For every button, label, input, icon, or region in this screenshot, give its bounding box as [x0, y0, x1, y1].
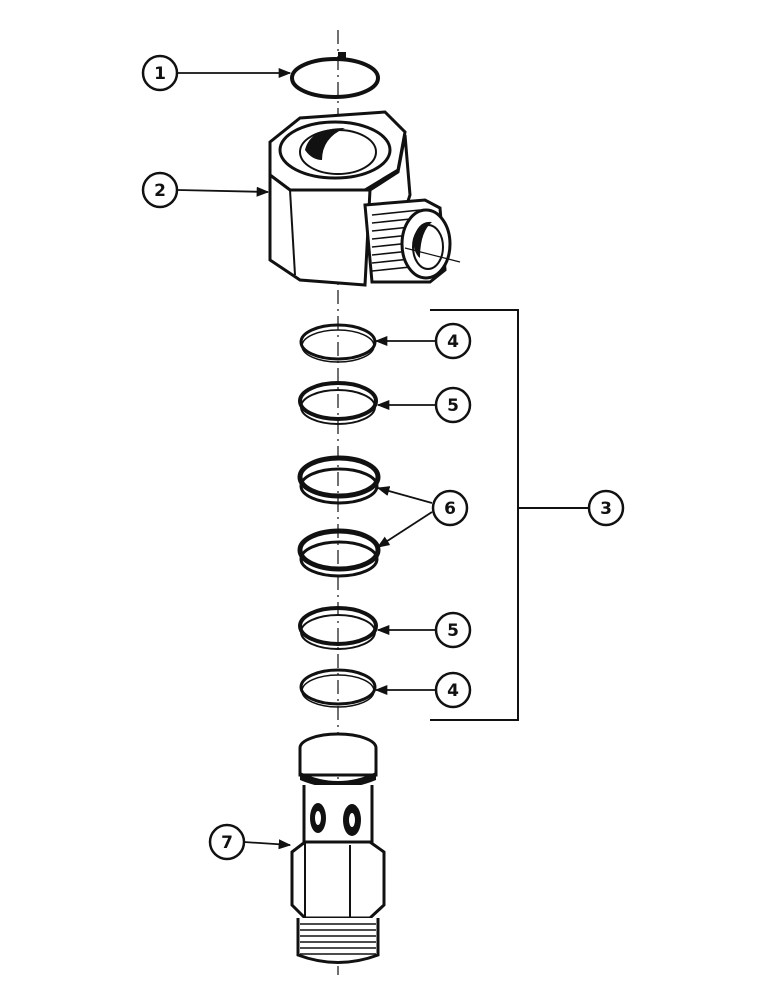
part-6-ring-upper: [297, 455, 381, 505]
callout-6: 6: [431, 489, 469, 527]
callout-3-label: 3: [600, 499, 612, 519]
callout-4-bottom-label: 4: [447, 681, 459, 701]
kit-bracket: [430, 309, 590, 721]
callout-5-bottom-label: 5: [447, 621, 459, 641]
callout-1: 1: [141, 54, 179, 92]
callout-3: 3: [587, 489, 625, 527]
part-1-o-ring: [290, 52, 380, 99]
callout-7-label: 7: [221, 833, 233, 853]
callout-2-label: 2: [154, 181, 166, 201]
callout-6-label: 6: [444, 499, 456, 519]
part-5-ring-top: [298, 381, 378, 425]
part-5-ring-bottom: [298, 606, 378, 650]
callout-7: 7: [208, 823, 246, 861]
callout-4-top: 4: [434, 322, 472, 360]
leader-lines: [177, 67, 436, 850]
part-2-elbow-body: [268, 110, 461, 287]
leader-6-upper: [376, 486, 433, 504]
leader-7: [243, 839, 292, 850]
callout-4-bottom: 4: [434, 671, 472, 709]
callout-5-bottom: 5: [434, 611, 472, 649]
callout-2: 2: [141, 171, 179, 209]
callout-5-top: 5: [434, 386, 472, 424]
callout-5-top-label: 5: [447, 396, 459, 416]
leader-6-lower: [376, 511, 433, 548]
callout-4-top-label: 4: [447, 332, 459, 352]
callout-1-label: 1: [154, 64, 166, 84]
part-7-valve-cartridge: [290, 732, 386, 964]
leader-2: [177, 186, 270, 197]
part-6-ring-lower: [297, 528, 381, 578]
